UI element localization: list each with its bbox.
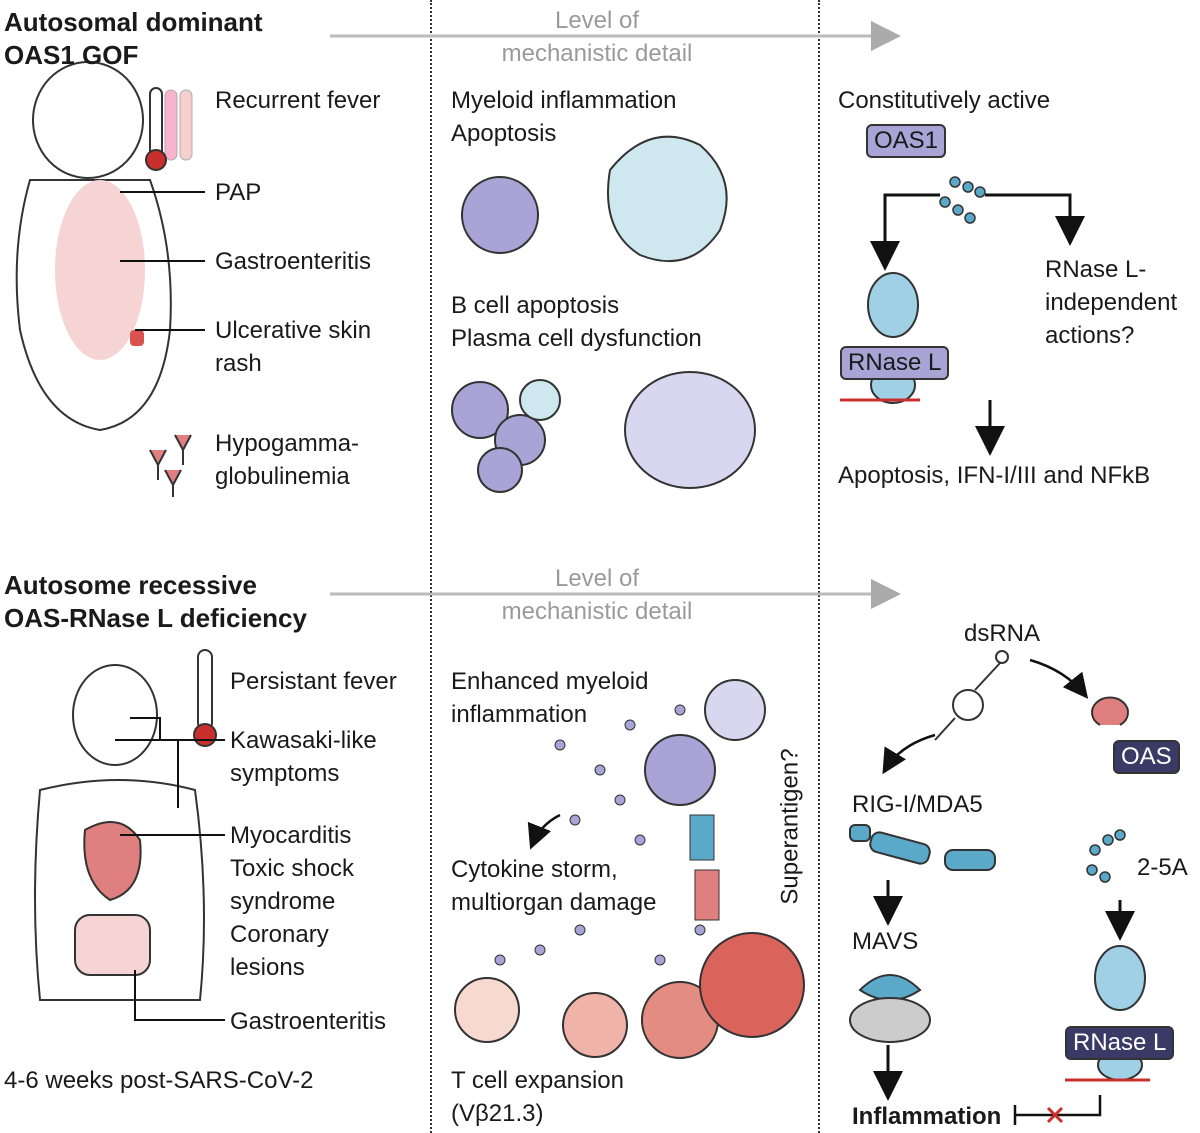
- symptom-label: Persistant fever: [230, 668, 397, 695]
- heading-line: Autosome recessive: [4, 570, 257, 600]
- mavs-protein: [858, 974, 922, 1001]
- inflammation-label: Inflammation: [852, 1103, 1002, 1130]
- heading-line: Autosomal dominant: [4, 7, 263, 37]
- rnase-l-box: RNase L: [840, 346, 950, 380]
- heading-line: OAS-RNase L deficiency: [4, 603, 307, 633]
- cell-label: Cytokine storm,: [451, 856, 618, 883]
- axis-label-line: mechanistic detail: [501, 598, 693, 625]
- rnase-l-protein: [867, 272, 919, 404]
- symptom-label: rash: [215, 350, 262, 377]
- axis-label-line: mechanistic detail: [501, 40, 693, 67]
- mhc-receptor: [689, 814, 715, 861]
- axis-label-line: Level of: [554, 7, 640, 34]
- symptom-label: Toxic shock: [230, 855, 355, 882]
- myeloid-cell: [704, 679, 766, 741]
- cytokine-dots: [494, 704, 706, 966]
- antibody-icons: [149, 434, 192, 497]
- symptom-label: Kawasaki-like: [230, 727, 377, 754]
- myeloid-cell: [644, 734, 716, 806]
- oas-protein: [1091, 696, 1129, 726]
- oas1-box: OAS1: [866, 124, 947, 158]
- oas1-dimer-chain: [939, 176, 986, 224]
- symptom-label: Hypogamma-: [215, 430, 360, 457]
- t-cells: [454, 932, 805, 1059]
- infant-illustration: [15, 61, 172, 432]
- symptom-label: symptoms: [230, 760, 340, 787]
- symptom-label: Myocarditis: [230, 822, 352, 849]
- 2-5a-chain: [1086, 829, 1126, 883]
- blocked-x-icon: [1046, 1106, 1064, 1124]
- thermometer-icon: [193, 649, 217, 747]
- child-illustration: [34, 664, 205, 1001]
- apoptotic-cell: [607, 135, 728, 263]
- dsrna-label: dsRNA: [964, 620, 1041, 647]
- symptom-label: globulinemia: [215, 463, 350, 490]
- symptom-label: lesions: [230, 954, 305, 981]
- symptom-label: Recurrent fever: [215, 87, 381, 114]
- cell-label: Plasma cell dysfunction: [451, 325, 702, 352]
- inhibition-line: [1015, 1095, 1102, 1117]
- b-cell-cluster: [451, 379, 561, 493]
- mavs-label: MAVS: [852, 928, 919, 955]
- axis-label-line: Level of: [554, 565, 640, 592]
- cell-label: Enhanced myeloid: [451, 668, 649, 695]
- cell-label: Apoptosis: [451, 120, 557, 147]
- cell-label: Myeloid inflammation: [451, 87, 677, 114]
- symptom-label: Gastroenteritis: [230, 1008, 387, 1035]
- rnase-l-box: RNase L: [1065, 1026, 1175, 1060]
- symptom-label: syndrome: [230, 888, 336, 915]
- divider: [430, 0, 432, 1133]
- thermometer-icon: [145, 87, 193, 171]
- myeloid-cell: [461, 176, 539, 254]
- independent-label: RNase L-: [1045, 256, 1147, 283]
- superantigen-label: Superantigen?: [776, 748, 804, 905]
- cell-label: inflammation: [451, 701, 588, 728]
- oas-box: OAS: [1113, 740, 1180, 774]
- symptom-label: Ulcerative skin: [215, 317, 372, 344]
- independent-label: independent: [1045, 289, 1178, 316]
- outcome-label: Apoptosis, IFN-I/III and NFkB: [838, 462, 1151, 489]
- tcr-receptor: [694, 869, 720, 921]
- timing-label: 4-6 weeks post-SARS-CoV-2: [4, 1067, 314, 1094]
- mitochondrion-icon: [849, 997, 931, 1043]
- mechanism-title: Constitutively active: [838, 87, 1051, 114]
- plasma-cell: [624, 371, 756, 489]
- leader-lines: [115, 717, 225, 1021]
- cell-label: multiorgan damage: [451, 889, 657, 916]
- symptom-label: PAP: [215, 179, 262, 206]
- divider: [818, 0, 820, 1133]
- rig-label: RIG-I/MDA5: [852, 791, 983, 818]
- symptom-label: Coronary: [230, 921, 329, 948]
- cell-label: T cell expansion: [451, 1067, 624, 1094]
- 2-5a-label: 2-5A: [1137, 854, 1188, 881]
- cell-label: B cell apoptosis: [451, 292, 620, 319]
- cell-label: (Vβ21.3): [451, 1100, 544, 1127]
- independent-label: actions?: [1045, 322, 1135, 349]
- axis-label: Level of mechanistic detail: [447, 562, 747, 628]
- leader-lines: [120, 191, 205, 331]
- axis-label: Level of mechanistic detail: [447, 4, 747, 70]
- symptom-label: Gastroenteritis: [215, 248, 372, 275]
- heading-line: OAS1 GOF: [4, 40, 139, 70]
- dsrna-hairpin: [934, 650, 1009, 741]
- rig-i-protein: [849, 824, 996, 871]
